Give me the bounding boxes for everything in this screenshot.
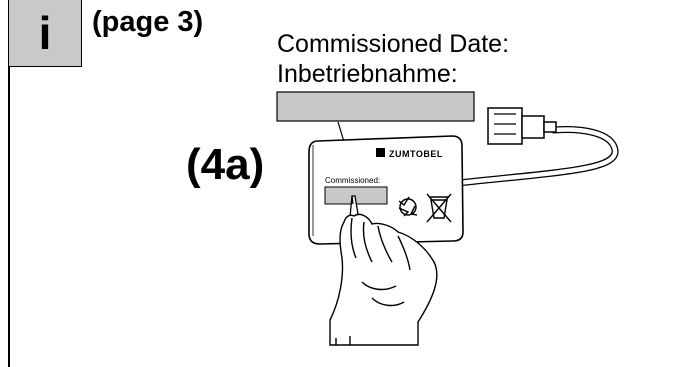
left-margin-rule — [8, 0, 10, 367]
recycle-icon — [398, 196, 418, 217]
crossed-bin-icon — [426, 193, 452, 223]
page-reference: (page 3) — [92, 6, 204, 38]
commissioned-date-label: Commissioned Date: — [277, 30, 510, 58]
connector-plug-icon — [487, 107, 557, 145]
step-label: (4a) — [186, 140, 265, 189]
info-glyph: i — [38, 7, 52, 59]
brand-logo-mark — [376, 148, 385, 157]
brand-name: ZUMTOBEL — [389, 149, 443, 159]
device-commission-label: Commissioned: — [325, 176, 380, 185]
info-icon: i — [9, 0, 82, 67]
inbetriebnahme-label: Inbetriebnahme: — [277, 60, 458, 88]
hand-with-pen-icon — [329, 213, 438, 346]
commission-date-field — [276, 91, 475, 122]
